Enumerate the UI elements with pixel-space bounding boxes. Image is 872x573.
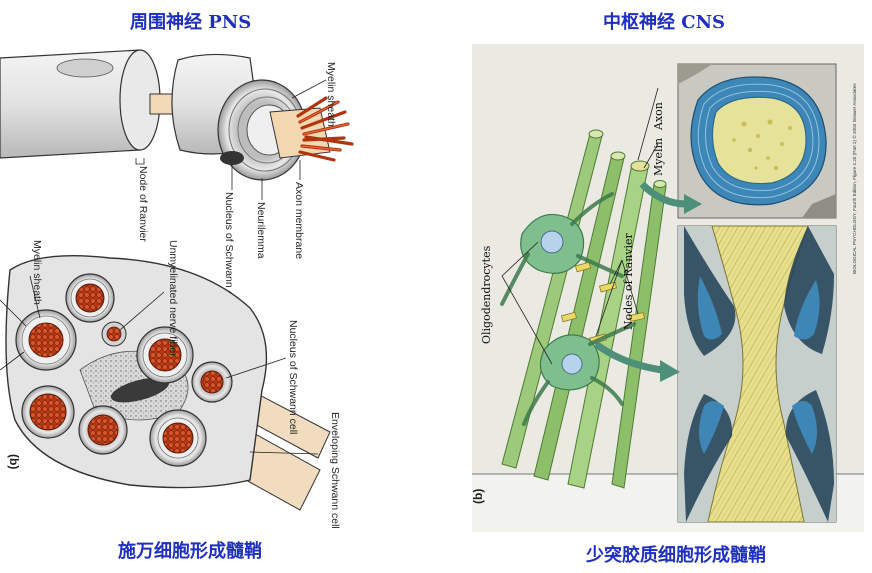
cns-diagram: Axon Myelin Oligodendrocytes Nodes of Ra…: [472, 44, 864, 532]
label-nucleus-schwann-b: Nucleus of Schwann cell: [287, 320, 299, 434]
pns-panel-tag: (b): [7, 454, 21, 469]
label-myelin-sheath-b: Myelin sheath: [31, 240, 43, 305]
label-nodes-ranvier: Nodes of Ranvier: [622, 232, 635, 330]
label-node-ranvier: Node of Ranvier: [137, 166, 149, 242]
label-myelin-sheath: Myelin sheath: [325, 62, 337, 127]
cns-heading: 中枢神经 CNS: [603, 8, 725, 34]
label-neurilemma: Neurilemma: [255, 202, 267, 259]
figure-credit: BIOLOGICAL PSYCHOLOGY, Fourth Edition, F…: [851, 83, 857, 274]
pns-heading: 周围神经 PNS: [130, 8, 251, 34]
label-enveloping-schwann: Enveloping Schwann cell: [329, 412, 341, 529]
pns-diagram: Myelin sheath Axon membrane Neurilemma N…: [0, 40, 372, 530]
label-axon: Axon: [652, 102, 665, 131]
label-oligodendrocytes: Oligodendrocytes: [480, 245, 493, 344]
pns-caption: 施万细胞形成髓鞘: [118, 537, 262, 563]
cns-panel-tag: (b): [472, 489, 485, 504]
label-axon-membrane: Axon membrane: [293, 182, 305, 259]
em-axon-cross-section: [678, 64, 836, 218]
em-node-longitudinal: [678, 226, 836, 522]
label-myelin: Myelin: [652, 138, 665, 176]
myelinated-axon-illustration: [0, 50, 352, 200]
cns-caption: 少突胶质细胞形成髓鞘: [586, 541, 766, 567]
nerve-bundle-cross-section: [0, 256, 330, 510]
label-unmyelinated-fiber: Unmyelinated nerve fiber: [167, 240, 179, 357]
